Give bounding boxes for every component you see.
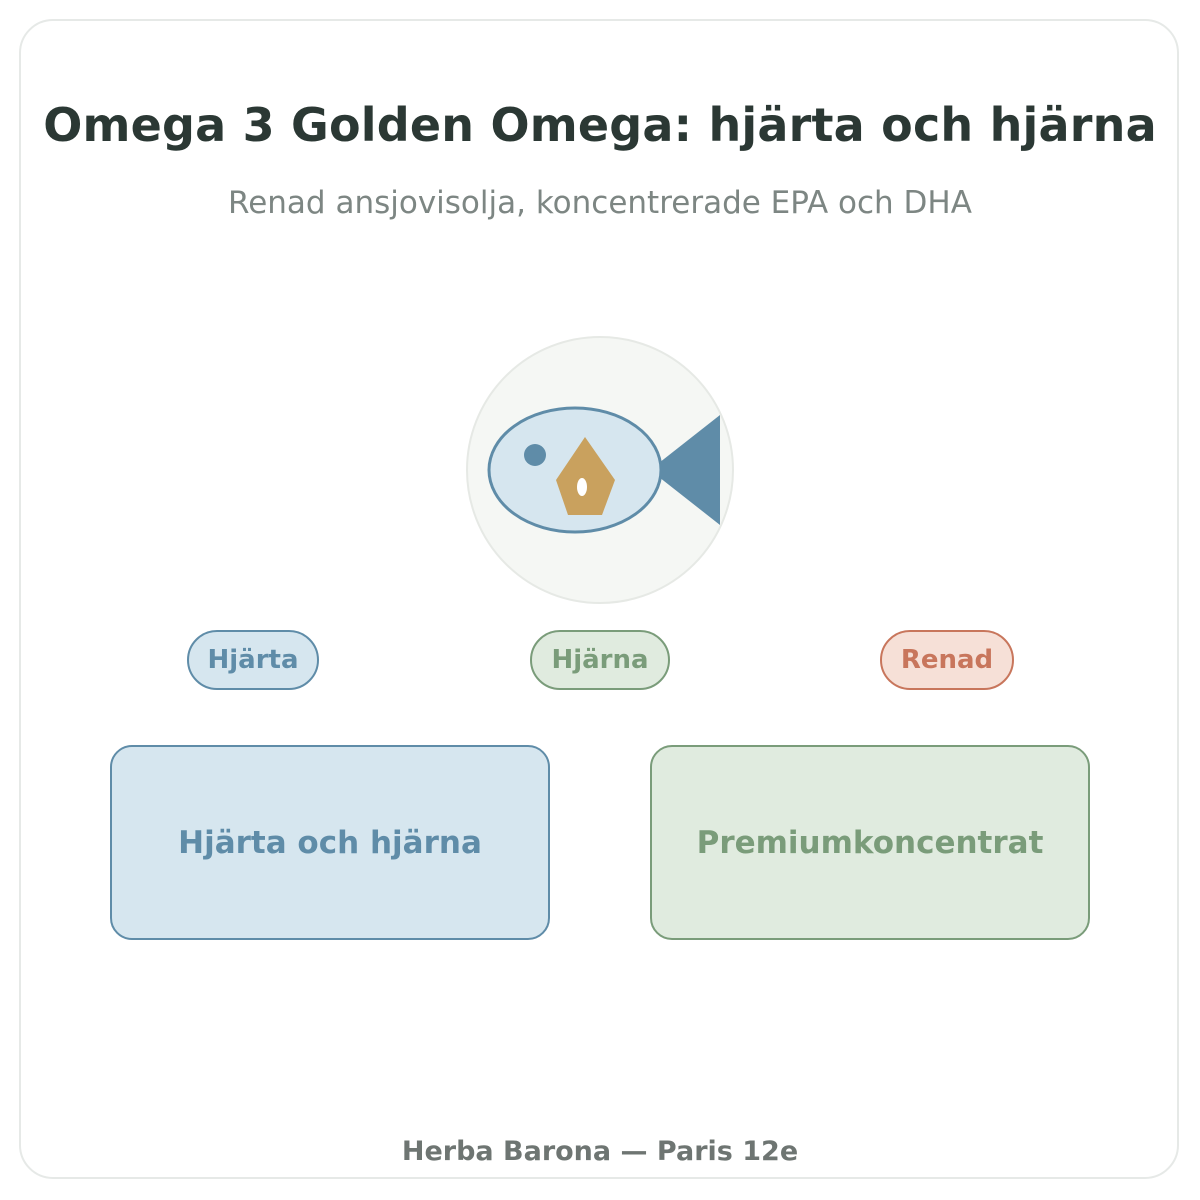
footer-brand: Herba Barona — Paris 12e [401, 1136, 799, 1167]
tag-hjarta: Hjärta [187, 630, 319, 690]
panel-heart-brain-label: Hjärta och hjärna [178, 824, 482, 861]
page-subtitle: Renad ansjovisolja, koncentrerade EPA oc… [228, 185, 972, 221]
panel-heart-brain: Hjärta och hjärna [110, 745, 550, 940]
page-title: Omega 3 Golden Omega: hjärta och hjärna [43, 98, 1157, 152]
panel-premium-label: Premiumkoncentrat [696, 824, 1044, 861]
tag-hjarna: Hjärna [530, 630, 670, 690]
oil-drop-icon [556, 437, 615, 515]
fish-eye [524, 444, 546, 466]
panel-premium: Premiumkoncentrat [650, 745, 1090, 940]
fish-emblem [466, 336, 734, 604]
tag-renad: Renad [880, 630, 1014, 690]
fish-tail [650, 415, 720, 525]
